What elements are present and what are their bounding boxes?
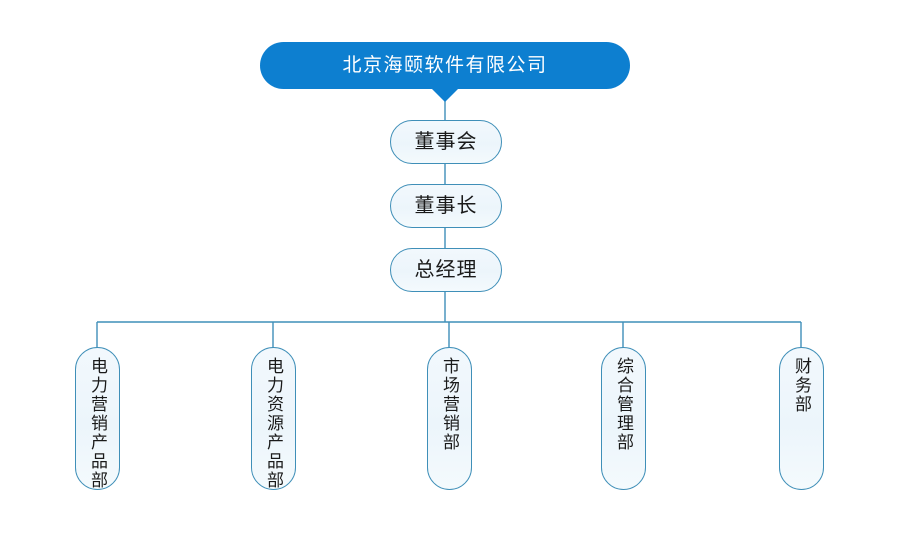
node-chairman[interactable]: 董事长 [390,184,502,228]
node-chairman-label: 董事长 [414,194,478,217]
node-dept-general-management-label: 综合管理部 [614,357,633,452]
node-board-of-directors-label: 董事会 [414,130,478,153]
node-dept-power-marketing-product[interactable]: 电力营销产品部 [75,347,120,490]
node-general-manager[interactable]: 总经理 [390,248,502,292]
node-dept-power-resource-product-label: 电力资源产品部 [264,357,283,490]
node-dept-power-marketing-product-label: 电力营销产品部 [88,357,107,490]
node-dept-power-resource-product[interactable]: 电力资源产品部 [251,347,296,490]
node-general-manager-label: 总经理 [414,258,478,281]
root-node-callout-tail [431,88,459,102]
node-dept-general-management[interactable]: 综合管理部 [601,347,646,490]
node-dept-market-marketing-label: 市场营销部 [440,357,459,452]
root-node-company[interactable]: 北京海颐软件有限公司 [260,42,630,89]
node-dept-finance[interactable]: 财务部 [779,347,824,490]
node-dept-market-marketing[interactable]: 市场营销部 [427,347,472,490]
root-node-label: 北京海颐软件有限公司 [342,55,548,76]
node-board-of-directors[interactable]: 董事会 [390,120,502,164]
node-dept-finance-label: 财务部 [792,357,811,414]
